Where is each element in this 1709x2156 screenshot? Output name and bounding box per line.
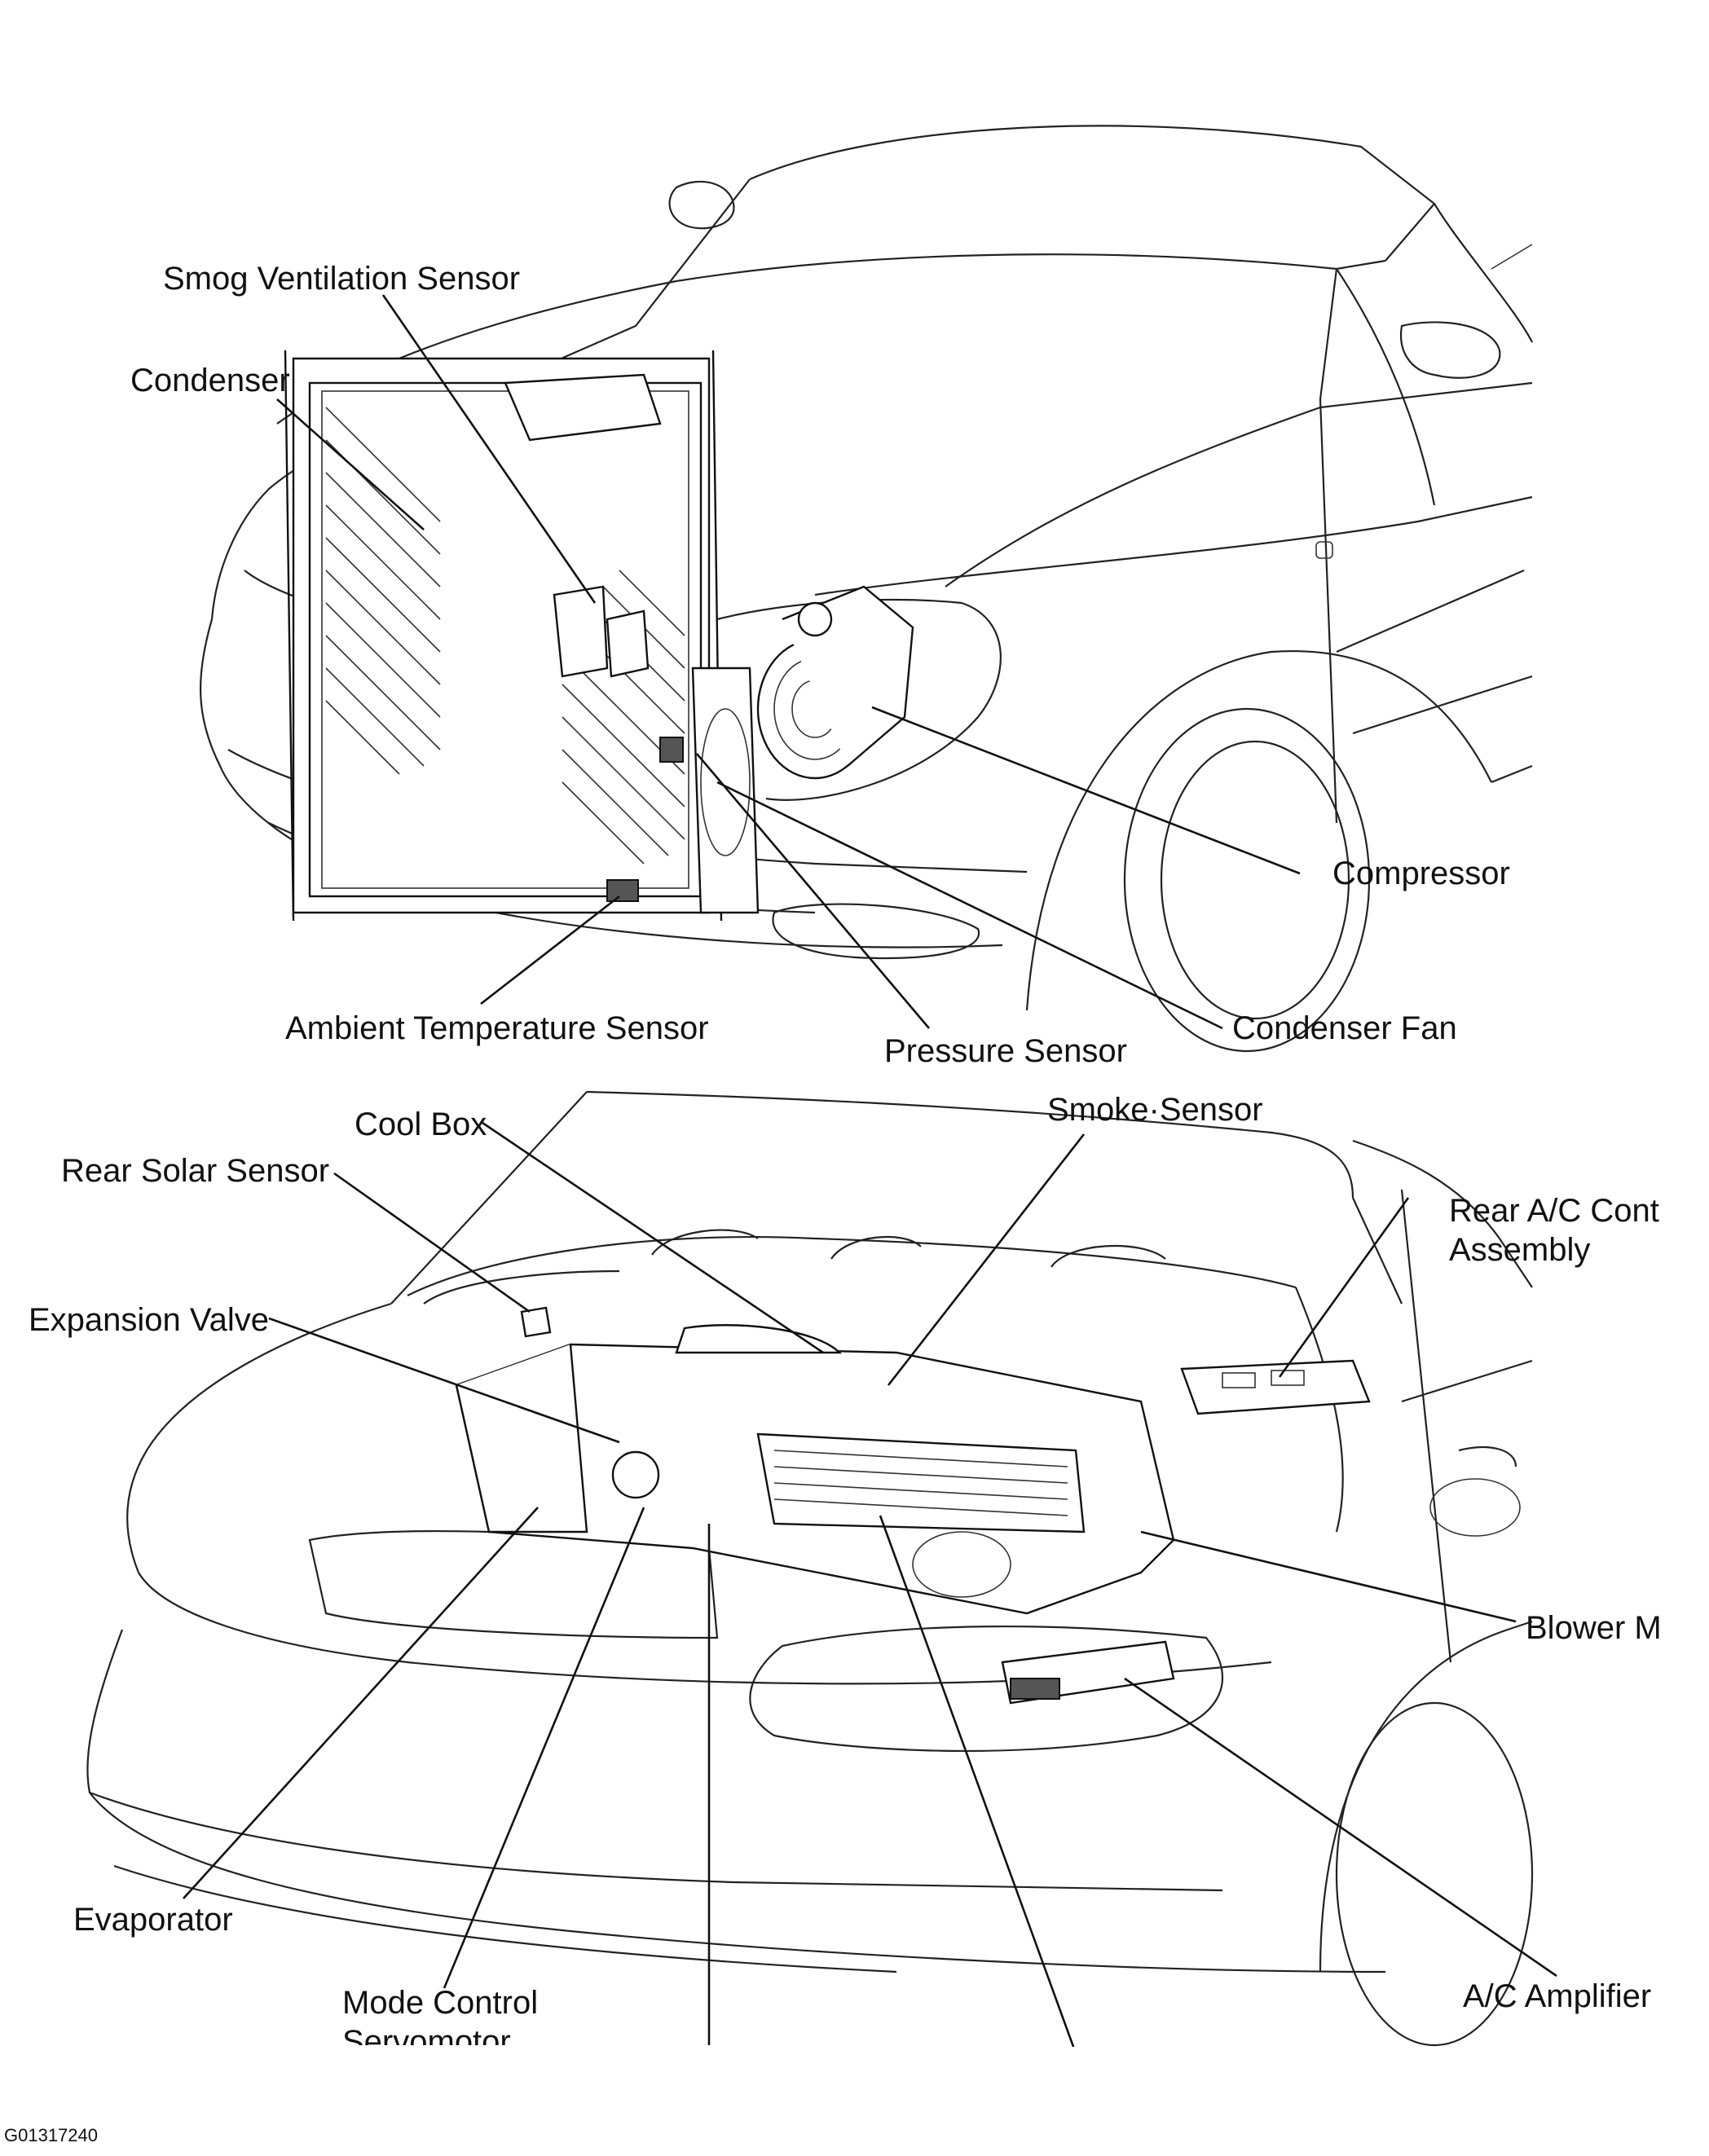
label-rear-ac-control-line2: Assembly: [1449, 1232, 1591, 1268]
label-condenser-fan: Condenser Fan: [1232, 1010, 1457, 1046]
label-pressure-sensor: Pressure Sensor: [884, 1033, 1127, 1069]
label-blower-motor: Blower M: [1526, 1610, 1662, 1646]
label-ambient-temperature-sensor: Ambient Temperature Sensor: [285, 1010, 709, 1046]
label-mode-control-line1: Mode Control: [342, 1985, 539, 2021]
condenser-fan-part: [691, 667, 760, 914]
hvac-unit-part: [455, 1324, 1175, 1615]
rear-solar-sensor-part: [520, 1306, 552, 1338]
bottom-leader-lines: [183, 1121, 1557, 2054]
compressor-part: [756, 585, 914, 780]
label-evaporator: Evaporator: [73, 1902, 233, 1938]
smog-sensor-part: [504, 373, 662, 678]
label-mode-control-line2: Servomotor: [342, 2024, 511, 2045]
figure-id: G01317240: [4, 2125, 98, 2145]
condenser-part: [284, 350, 723, 922]
label-ac-amplifier: A/C Amplifier: [1463, 1978, 1652, 2014]
label-rear-ac-control-line1: Rear A/C Cont: [1449, 1193, 1659, 1229]
label-smoke-sensor: Smoke·Sensor: [1047, 1092, 1263, 1128]
ambient-temperature-sensor-part: [606, 879, 639, 902]
label-condenser: Condenser: [130, 363, 290, 398]
pressure-sensor-part: [659, 737, 684, 763]
right-mask: [1663, 1173, 1709, 2053]
label-cool-box: Cool Box: [355, 1107, 487, 1142]
rear-ac-control-part: [1180, 1359, 1371, 1415]
label-rear-solar-sensor: Rear Solar Sensor: [61, 1153, 330, 1189]
label-smog-ventilation-sensor: Smog Ventilation Sensor: [163, 261, 521, 297]
label-expansion-valve: Expansion Valve: [29, 1302, 269, 1338]
ac-amplifier-part: [1001, 1640, 1175, 1705]
top-leader-lines: [276, 294, 1301, 1030]
rear-car-body: [86, 1090, 1534, 2047]
label-compressor: Compressor: [1332, 856, 1510, 891]
